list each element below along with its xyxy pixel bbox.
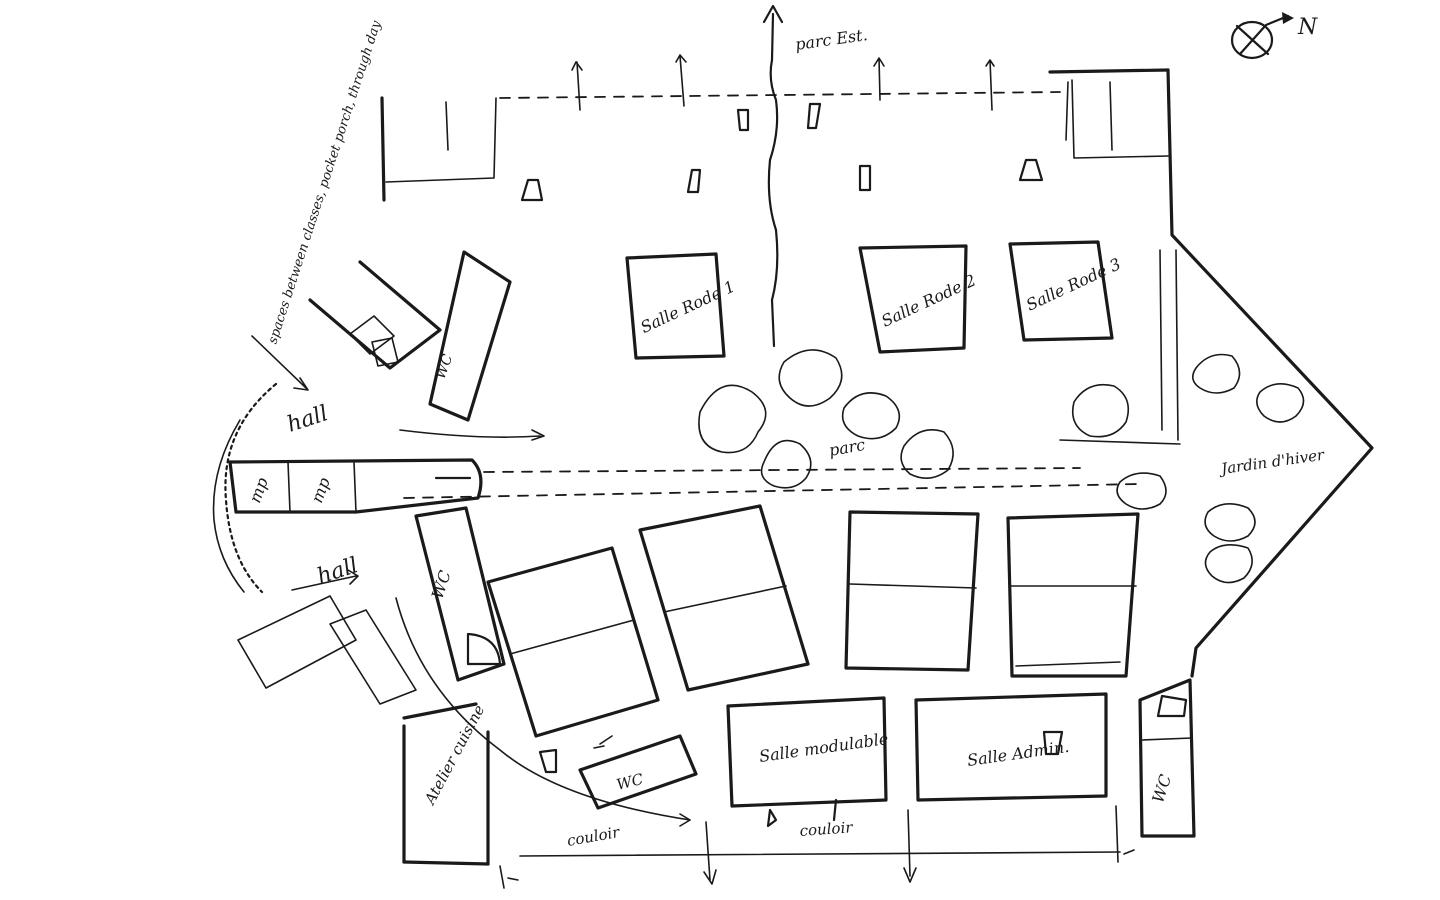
top-facade [385,54,1169,183]
jardin-d-hiver: Jardin d'hiver [1116,353,1326,584]
parc-est-axis: parc Est. [762,4,869,348]
label-mp-1: mp [245,475,272,505]
lower-classrooms [486,504,1140,738]
left-wing: WC mp mp hall hall WC Atelier cuisine sp… [212,18,691,827]
label-hall-upper: hall [284,401,331,438]
bottom-wc: WC [578,734,698,810]
salle-rode-2: Salle Rode 2 [858,244,979,354]
label-wc-upper: WC [433,352,457,381]
label-atelier-cuisine: Atelier cuisine [420,702,488,809]
salle-rode-3: Salle Rode 3 [1008,240,1124,342]
outer-walls [380,68,1374,866]
label-parc-est: parc Est. [794,25,869,54]
label-salle-modulable: Salle modulable [758,729,890,766]
salle-rode-1: Salle Rode 1 [625,252,738,360]
label-couloir-1: couloir [566,823,622,850]
right-wc: WC [1138,678,1196,838]
compass-label: N [1297,15,1318,40]
label-mp-2: mp [307,475,334,505]
label-parc: parc [827,435,866,460]
label-salle-admin: Salle Admin. [966,737,1070,770]
label-couloir-2: couloir [799,818,854,840]
label-wc-right: WC [1148,772,1175,805]
label-wc-bottom: WC [615,770,646,794]
couloirs: couloir couloir [499,805,1135,889]
label-jardin-d-hiver: Jardin d'hiver [1217,446,1326,479]
salle-modulable: Salle modulable [726,696,890,808]
compass: N [1230,12,1318,60]
central-axis [403,249,1181,499]
parc-trees: parc [698,349,1130,489]
label-side-note: spaces between classes, pocket porch, th… [266,18,385,346]
salle-admin: Salle Admin. [914,692,1108,802]
seating-marks [520,102,1188,828]
svg-text:spaces between classes, pocket: spaces between classes, pocket porch, th… [266,18,385,346]
